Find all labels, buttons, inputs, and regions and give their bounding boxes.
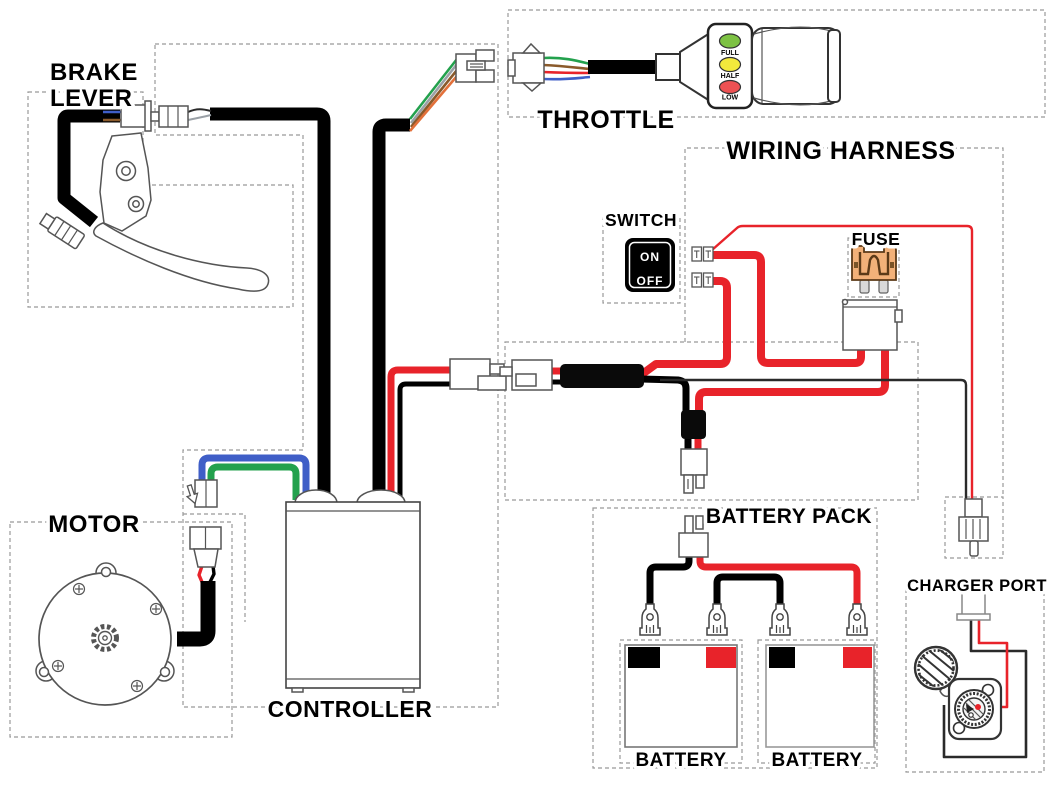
battery-connector-lower: [678, 515, 709, 558]
brake-to-controller-cable: [210, 107, 331, 500]
inline-cable-sleeve: [560, 364, 644, 388]
motor-box: [9, 521, 233, 738]
charger-port-socket: [947, 677, 1003, 741]
fuse-box: [847, 237, 900, 298]
wiring-harness-label: WIRING HARNESS: [726, 137, 955, 165]
battery-left-box: [619, 639, 743, 764]
brake-lever-label-line2: LEVER: [50, 85, 133, 112]
controller-cables-box: [154, 43, 499, 708]
fuse-holder: [841, 298, 903, 351]
brake-lever-label-line1: BRAKE: [50, 59, 138, 86]
controller-throttle-cable: [372, 118, 410, 500]
battery-left-label: BATTERY: [635, 750, 726, 771]
bluegreen-connector: [194, 479, 218, 508]
throttle-full-led: [718, 33, 742, 49]
charger-port-box: [905, 582, 1045, 773]
brake-lever-art: [38, 132, 270, 292]
connector-arrow-icon: [185, 484, 199, 505]
motor-sprocket-icon: [91, 624, 119, 652]
motor-screws: [51, 582, 163, 693]
fuse-icon: [851, 245, 897, 294]
battery-pack-box: [592, 507, 878, 769]
bluegreen-wires: [198, 454, 310, 500]
charger-jack: [956, 591, 991, 621]
switch-label: SWITCH: [605, 210, 677, 230]
brake-adjuster: [38, 212, 85, 250]
charger-port-assembly: [913, 591, 1003, 741]
harness-black-wires: [640, 375, 692, 455]
battery-right-positive-terminal: [843, 647, 872, 668]
brake-connector-wires: [103, 108, 212, 122]
motor-wires: [177, 565, 216, 647]
labels: BRAKE LEVER THROTTLE WIRING HARNESS SWIT…: [45, 56, 1050, 775]
throttle-connector-throttle-side: [507, 42, 545, 93]
motor-label: MOTOR: [48, 511, 139, 538]
charger-port-cap: [913, 645, 959, 698]
throttle-grip: [751, 26, 841, 106]
switch-spade-terminals: [691, 246, 714, 288]
controller-art: [285, 489, 421, 693]
battery-connector-upper: [680, 448, 708, 494]
switch-body: ON OFF: [625, 238, 675, 292]
charger-port-label: CHARGER PORT: [907, 577, 1047, 595]
controller-label: CONTROLLER: [268, 696, 433, 722]
battery-pack-label: BATTERY PACK: [706, 505, 872, 528]
battery-spade-terminals: [639, 603, 868, 636]
charger-plug: [958, 498, 989, 557]
throttle-full-text: FULL: [721, 50, 740, 57]
battery-wires: [646, 556, 861, 608]
motor-art: [35, 562, 175, 706]
battery-right-negative-terminal: [769, 647, 795, 668]
battery-right-label: BATTERY: [771, 750, 862, 771]
wiring-harness-box: [684, 147, 1004, 497]
battery-right-box: [757, 639, 876, 764]
motor-connector-box-lines: [183, 513, 246, 622]
inline-splice-sleeve: [681, 410, 706, 439]
throttle-fan-wires-device: [542, 56, 591, 81]
motor-connector: [189, 526, 222, 568]
throttle-label: THROTTLE: [537, 106, 674, 134]
power-connector-controller-side: [449, 358, 507, 391]
harness-red-wires: [638, 251, 889, 455]
brake-cable-wire: [57, 109, 120, 228]
charger-thin-wires: [660, 224, 974, 505]
switch-off-text: OFF: [637, 274, 664, 288]
throttle-low-led: [718, 79, 742, 95]
harness-cable-box: [504, 341, 919, 501]
brake-lever-box: [27, 91, 294, 308]
wires: [57, 56, 1028, 759]
battery-left-art: [624, 644, 738, 748]
fuse-label: FUSE: [852, 229, 901, 249]
brake-connector: [120, 100, 189, 132]
motor-cable-wire: [177, 581, 216, 647]
battery-left-positive-terminal: [706, 647, 736, 668]
throttle-low-text: LOW: [722, 95, 739, 102]
throttle-assembly: FULL HALF LOW: [655, 22, 841, 110]
switch-box: [602, 217, 681, 304]
charger-plug-box: [944, 496, 1004, 559]
battery-right-art: [765, 644, 875, 748]
throttle-fan-wires-controller: [408, 58, 459, 132]
throttle-half-led: [718, 56, 742, 73]
throttle-connector-controller-side: [455, 49, 495, 83]
throttle-half-text: HALF: [721, 73, 740, 80]
charger-port-wires: [942, 619, 1028, 759]
battery-left-negative-terminal: [628, 647, 660, 668]
power-connector-harness-side: [499, 359, 553, 391]
switch-on-text: ON: [640, 250, 660, 264]
throttle-indicator-panel: FULL HALF LOW: [706, 22, 754, 110]
